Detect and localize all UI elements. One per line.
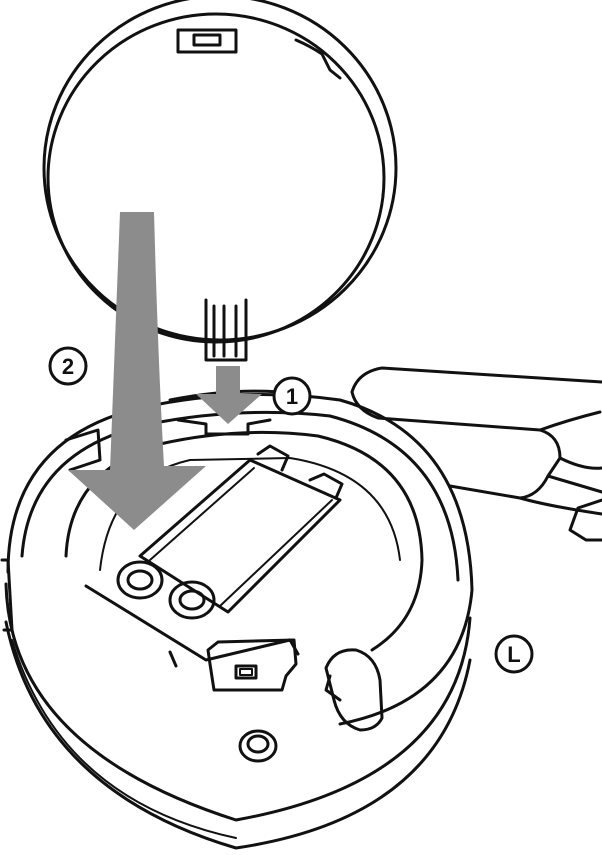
arrow-large-close [68, 212, 206, 530]
headband [352, 368, 602, 540]
power-button [240, 731, 276, 761]
side-indicator-label: L [507, 642, 520, 667]
step-2-label: 2 [62, 354, 74, 379]
front-latch [208, 640, 296, 690]
battery-cover [44, 0, 396, 360]
slider-knob [326, 650, 382, 730]
step-1-marker: 1 [274, 378, 310, 414]
side-indicator-marker: L [496, 636, 532, 672]
step-1-label: 1 [286, 384, 298, 409]
ear-cup-housing [2, 391, 472, 848]
step-2-marker: 2 [50, 348, 86, 384]
